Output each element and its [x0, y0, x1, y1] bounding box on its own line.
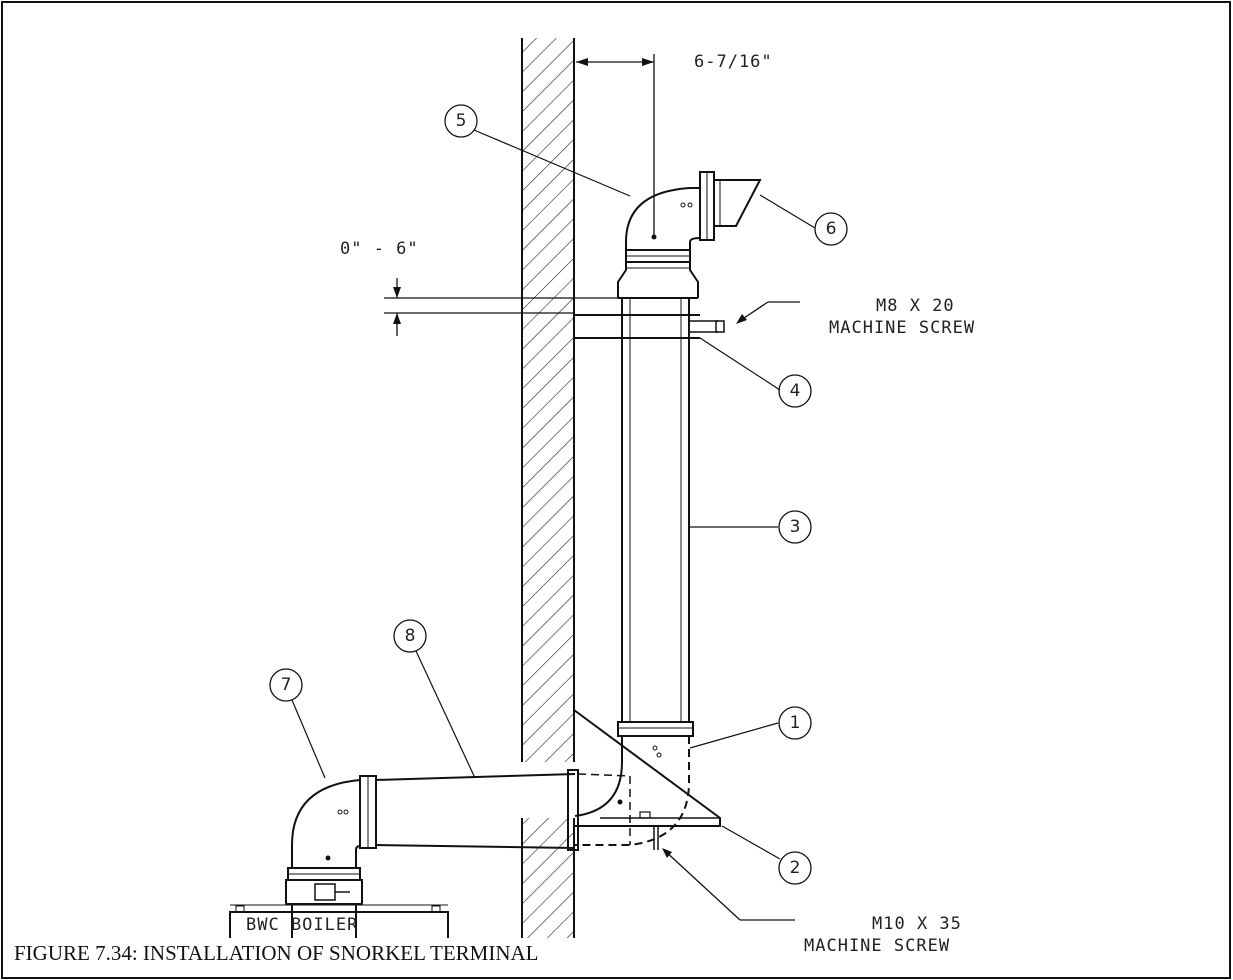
callout-5: 5	[444, 104, 478, 138]
callout-leaders	[291, 129, 816, 860]
leader-bottom-screw	[662, 848, 795, 921]
svg-text:6: 6	[826, 219, 837, 239]
top-elbow	[617, 171, 715, 299]
support-bracket	[573, 709, 721, 850]
svg-text:7: 7	[281, 675, 292, 695]
callout-1: 1	[778, 706, 812, 740]
svg-text:5: 5	[456, 111, 467, 131]
wall-bracket	[574, 314, 725, 339]
vertical-dimension	[384, 278, 618, 336]
bottom-screw-label-line1: M10 X 35	[872, 914, 962, 934]
callout-7: 7	[269, 668, 303, 702]
leader-top-screw	[736, 301, 800, 324]
callout-3: 3	[778, 510, 812, 544]
svg-text:4: 4	[790, 381, 801, 401]
boiler-outline	[229, 904, 449, 938]
callout-2: 2	[778, 851, 812, 885]
horizontal-pipe	[359, 769, 631, 851]
top-screw-label-line2: MACHINE SCREW	[829, 318, 975, 338]
svg-text:1: 1	[790, 713, 801, 733]
callout-8: 8	[393, 619, 427, 653]
vertical-pipe	[617, 298, 694, 737]
svg-text:8: 8	[405, 626, 416, 646]
bottom-screw-label-line2: MACHINE SCREW	[804, 936, 950, 956]
svg-text:3: 3	[790, 517, 801, 537]
callout-6: 6	[814, 212, 848, 246]
figure-caption: FIGURE 7.34: INSTALLATION OF SNORKEL TER…	[14, 941, 538, 965]
wall	[521, 38, 575, 938]
horizontal-dimension	[576, 54, 655, 237]
boiler-label: BWC BOILER	[246, 915, 358, 935]
terminal-cap	[713, 179, 762, 227]
callout-4: 4	[778, 374, 812, 408]
boiler-elbow	[285, 779, 363, 938]
svg-text:2: 2	[790, 858, 801, 878]
dimension-horizontal-offset: 6-7/16"	[694, 52, 773, 72]
top-screw-label-line1: M8 X 20	[876, 296, 955, 316]
dimension-vertical-range: 0" - 6"	[340, 239, 419, 259]
